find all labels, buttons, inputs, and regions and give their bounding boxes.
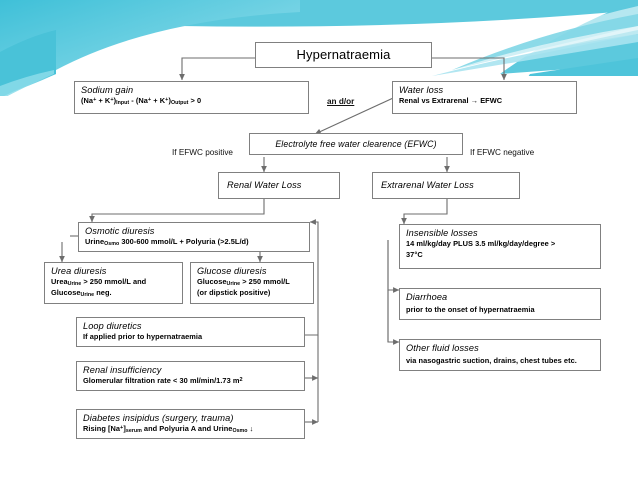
node-detail: (Na+ + K+)Input - (Na+ + K+)Output > 0 [81, 96, 202, 107]
node-title: Urea diuresis [51, 266, 107, 276]
node-hypernatraemia[interactable]: Hypernatraemia [255, 42, 432, 68]
node-water-loss[interactable]: Water loss Renal vs Extrarenal → EFWC [392, 81, 577, 114]
node-detail: Rising [Na+]serum and Polyuria A and Uri… [83, 424, 254, 435]
node-detail-2: 37°C [406, 249, 423, 259]
node-glucose-diuresis[interactable]: Glucose diuresis GlucoseUrine > 250 mmol… [190, 262, 314, 304]
node-detail: GlucoseUrine > 250 mmol/L [197, 277, 290, 288]
node-title: Glucose diuresis [197, 266, 267, 276]
node-diabetes-insipidus[interactable]: Diabetes insipidus (surgery, trauma) Ris… [76, 409, 305, 439]
node-title: Insensible losses [406, 228, 478, 238]
node-detail: UrineOsmo 300-600 mmol/L + Polyuria (>2.… [85, 237, 249, 248]
node-insensible-losses[interactable]: Insensible losses 14 ml/kg/day PLUS 3.5 … [399, 224, 601, 269]
node-sodium-gain[interactable]: Sodium gain (Na+ + K+)Input - (Na+ + K+)… [74, 81, 309, 114]
node-detail: prior to the onset of hypernatraemia [406, 304, 535, 314]
node-detail: 14 ml/kg/day PLUS 3.5 ml/kg/day/degree > [406, 239, 556, 249]
node-title: Other fluid losses [406, 343, 479, 353]
node-title: Osmotic diuresis [85, 226, 155, 236]
node-title: Electrolyte free water clearence (EFWC) [275, 138, 437, 149]
node-title: Renal insufficiency [83, 365, 162, 375]
node-renal-water-loss[interactable]: Renal Water Loss [218, 172, 340, 199]
node-other-fluid-losses[interactable]: Other fluid losses via nasogastric sucti… [399, 339, 601, 371]
node-detail: Renal vs Extrarenal → EFWC [399, 96, 503, 106]
node-title: Renal Water Loss [227, 180, 302, 191]
node-title: Hypernatraemia [296, 47, 391, 63]
node-title: Water loss [399, 85, 444, 95]
node-renal-insufficiency[interactable]: Renal insufficiency Glomerular filtratio… [76, 361, 305, 391]
node-title: Diabetes insipidus (surgery, trauma) [83, 413, 234, 423]
node-detail-2: GlucoseUrine neg. [51, 288, 112, 299]
node-title: Extrarenal Water Loss [381, 180, 474, 191]
node-diarrhoea[interactable]: Diarrhoea prior to the onset of hypernat… [399, 288, 601, 320]
node-urea-diuresis[interactable]: Urea diuresis UreaUrine > 250 mmol/L and… [44, 262, 183, 304]
node-title: Loop diuretics [83, 321, 142, 331]
node-detail-2: (or dipstick positive) [197, 288, 271, 298]
node-title: Sodium gain [81, 85, 134, 95]
node-title: Diarrhoea [406, 292, 448, 302]
node-loop-diuretics[interactable]: Loop diuretics If applied prior to hyper… [76, 317, 305, 347]
edge-label-if-efwc-negative: If EFWC negative [470, 148, 535, 157]
node-detail: via nasogastric suction, drains, chest t… [406, 355, 577, 365]
node-osmotic-diuresis[interactable]: Osmotic diuresis UrineOsmo 300-600 mmol/… [78, 222, 310, 252]
node-detail: UreaUrine > 250 mmol/L and [51, 277, 147, 288]
node-detail: If applied prior to hypernatraemia [83, 332, 203, 342]
edge-label-if-efwc-positive: If EFWC positive [172, 148, 233, 157]
node-extrarenal-water-loss[interactable]: Extrarenal Water Loss [372, 172, 520, 199]
node-detail: Glomerular filtration rate < 30 ml/min/1… [83, 376, 243, 386]
node-efwc[interactable]: Electrolyte free water clearence (EFWC) [249, 133, 463, 155]
edge-label-and-or: an d/or [327, 97, 355, 106]
